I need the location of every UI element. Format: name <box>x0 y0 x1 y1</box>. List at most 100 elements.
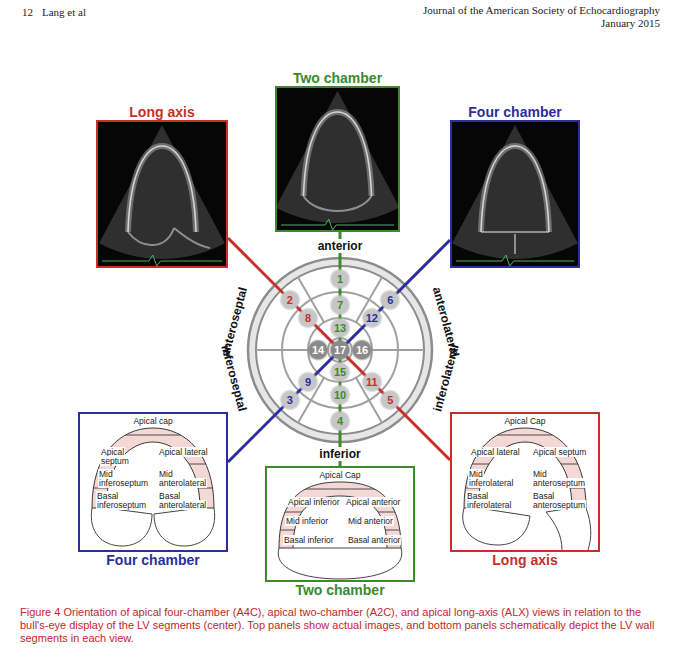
segment-label: Mid inferolateral <box>468 469 514 488</box>
view-panel: Apical CapApical inferiorApical anterior… <box>265 466 415 582</box>
echo-wall <box>481 146 549 232</box>
segment-label-box: Basal inferolateral <box>466 492 526 510</box>
echo-background <box>450 120 580 268</box>
heart-chamber <box>293 548 387 549</box>
page-header: Lang et al <box>42 6 86 19</box>
segment-number: 13 <box>329 317 351 339</box>
view-title: Four chamber <box>106 552 199 568</box>
view-panel: Long axis <box>96 120 228 268</box>
heart-chamber <box>463 508 530 545</box>
wall-dividers <box>450 435 600 488</box>
segment-divider <box>265 512 415 513</box>
segment-number: 17 <box>329 339 351 361</box>
wall-label: anterior <box>315 239 366 253</box>
view-title: Four chamber <box>468 104 561 120</box>
segment-number: 7 <box>329 294 351 316</box>
heart-chamber <box>278 548 402 579</box>
segment-label-box: Apical septum <box>100 448 154 466</box>
segment-number: 2 <box>279 289 301 311</box>
view-panel: Two chamber <box>275 86 400 232</box>
segment-number: 9 <box>297 371 319 393</box>
segment-divider <box>372 349 424 351</box>
segment-label: Apical septum <box>532 447 587 457</box>
view-connector <box>228 240 450 462</box>
segment-number: 1 <box>329 268 351 290</box>
segment-label-box: Basal anteroseptum <box>532 492 594 510</box>
wall-dividers <box>265 489 415 530</box>
heart-chamber <box>154 508 215 546</box>
heart-chamber <box>91 508 152 546</box>
segment-number: 4 <box>329 410 351 432</box>
echo-wall <box>481 146 549 232</box>
segment-divider <box>450 435 600 436</box>
segment-number: 12 <box>361 307 383 329</box>
echo-sector <box>452 125 578 259</box>
view-panel: Four chamber <box>450 120 580 268</box>
segment-label: Basal inferolateral <box>466 491 512 510</box>
echo-background <box>96 120 228 268</box>
lv-schematic <box>78 428 228 546</box>
echo-image <box>96 120 228 268</box>
lv-wall <box>279 482 401 548</box>
segment-label-box: Mid inferoseptum <box>98 470 154 488</box>
segment-label: Apical anterior <box>345 497 401 507</box>
wall-label: inferoseptal <box>218 344 249 413</box>
segment-label-box: Apical lateral <box>158 448 214 457</box>
echo-panel-art <box>450 120 580 268</box>
segment-number: 11 <box>361 371 383 393</box>
echo-wall <box>304 112 372 196</box>
echo-panel-art <box>275 86 400 232</box>
segment-label-box: Mid anterior <box>347 517 403 526</box>
segment-label-box: Basal anterolateral <box>158 492 220 510</box>
view-title: Long axis <box>129 104 194 120</box>
echo-structure <box>128 228 210 248</box>
segment-divider <box>78 435 228 436</box>
segment-label: Basal anterior <box>347 535 401 545</box>
echo-wall <box>128 146 196 232</box>
lv-schematic <box>450 428 600 550</box>
ecg-trace <box>281 219 394 230</box>
segment-label: Apical septum <box>100 447 130 466</box>
segment-label-box: Apical lateral <box>470 448 524 457</box>
segment-label: Basal inferior <box>283 535 335 545</box>
view-panel: Apical capApical septum Apical lateralMid… <box>78 412 228 552</box>
wall-label: inferior <box>316 447 363 461</box>
segment-label-box: Basal anterior <box>347 536 405 545</box>
page-header: Journal of the American Society of Echoc… <box>423 4 660 17</box>
page-header: January 2015 <box>601 17 660 30</box>
view-title: Two chamber <box>293 70 382 86</box>
segment-label: Basal anteroseptum <box>532 491 586 510</box>
segment-label-box: Mid anteroseptum <box>532 470 592 488</box>
segment-number: 8 <box>297 307 319 329</box>
segment-number: 5 <box>379 389 401 411</box>
segment-label: Mid anterior <box>347 516 394 526</box>
ecg-trace <box>456 255 574 266</box>
echo-background <box>275 86 400 232</box>
segment-label: Apical cap <box>131 416 174 426</box>
echo-panel-art <box>96 120 228 268</box>
segment-label-box: Mid inferolateral <box>468 470 526 488</box>
wall-label: inferolateral <box>431 343 462 413</box>
segment-label: Mid anteroseptum <box>532 469 586 488</box>
segment-label: Apical lateral <box>158 447 209 457</box>
segment-number: 15 <box>329 361 351 383</box>
segment-number: 10 <box>329 384 351 406</box>
view-title: Two chamber <box>295 582 384 598</box>
segment-label-box: Apical septum <box>532 448 588 457</box>
lv-schematic <box>265 482 415 579</box>
segment-label: Apical Cap <box>502 416 547 426</box>
segment-label-box: Apical anterior <box>345 498 403 507</box>
schematic-panel-art <box>78 428 228 546</box>
segment-divider <box>450 464 600 465</box>
segment-number: 6 <box>379 289 401 311</box>
segment-label: Mid inferoseptum <box>98 469 149 488</box>
figure-caption: Figure 4 Orientation of apical four-cham… <box>20 606 660 645</box>
segment-label-box: Mid anterolateral <box>158 470 216 488</box>
ecg-trace <box>102 255 222 266</box>
segment-divider <box>265 489 415 490</box>
segment-label: Apical lateral <box>470 447 521 457</box>
segment-label: Mid anterolateral <box>158 469 207 488</box>
segment-label: Basal anterolateral <box>158 491 207 510</box>
segment-label-box: Mid inferior <box>285 517 339 526</box>
